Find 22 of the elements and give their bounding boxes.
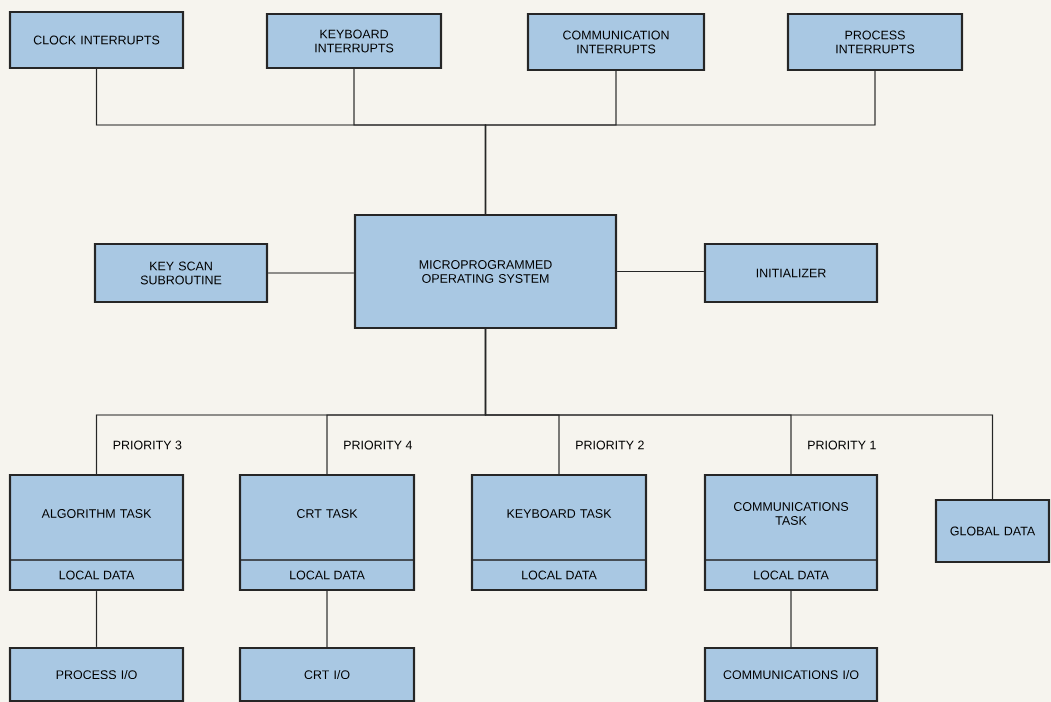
connector-line (326, 590, 328, 648)
process-box: COMMUNICATION INTERRUPTS (526, 12, 706, 72)
connector-line (790, 590, 792, 648)
task-box: KEYBOARD TASK LOCAL DATA (470, 473, 648, 592)
task-box: COMMUNICATIONS TASK LOCAL DATA (703, 473, 879, 592)
connector-line (484, 70, 876, 215)
task-box: CRT TASK LOCAL DATA (238, 473, 416, 592)
process-box: CRT I/O (238, 646, 416, 702)
process-box: KEY SCAN SUBROUTINE (93, 242, 269, 304)
connector-line (616, 270, 705, 273)
process-box: COMMUNICATIONS I/O (703, 646, 879, 702)
process-box: MICROPROGRAMMED OPERATING SYSTEM (353, 213, 618, 330)
process-box: PROCESS I/O (8, 646, 185, 702)
process-box: INITIALIZER (703, 242, 879, 304)
process-box: CLOCK INTERRUPTS (8, 10, 185, 70)
process-box: PROCESS INTERRUPTS (786, 12, 964, 72)
task-box: ALGORITHM TASK LOCAL DATA (8, 473, 185, 592)
process-box: KEYBOARD INTERRUPTS (265, 12, 443, 70)
process-box: GLOBAL DATA (934, 498, 1051, 564)
connector-line (267, 272, 355, 274)
connector-line (95, 590, 98, 648)
connector-line (484, 328, 994, 500)
